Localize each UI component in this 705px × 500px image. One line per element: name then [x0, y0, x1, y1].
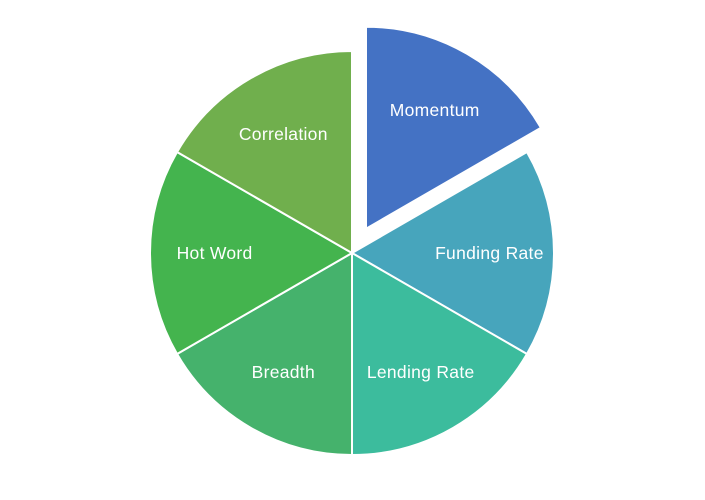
pie-slice-label-breadth: Breadth	[252, 362, 315, 382]
pie-slice-funding-rate	[351, 151, 556, 355]
pie-slice-breadth	[176, 252, 353, 456]
pie-slice-momentum	[365, 25, 542, 230]
pie-slice-label-funding-rate: Funding Rate	[435, 243, 544, 263]
pie-slice-label-lending-rate: Lending Rate	[367, 362, 475, 382]
pie-slice-label-correlation: Correlation	[239, 124, 328, 144]
pie-slice-hot-word	[148, 151, 353, 355]
pie-slice-label-hot-word: Hot Word	[177, 243, 253, 263]
pie-slice-lending-rate	[351, 252, 528, 456]
pie-slice-label-momentum: Momentum	[390, 100, 480, 120]
pie-slice-correlation	[176, 50, 353, 254]
